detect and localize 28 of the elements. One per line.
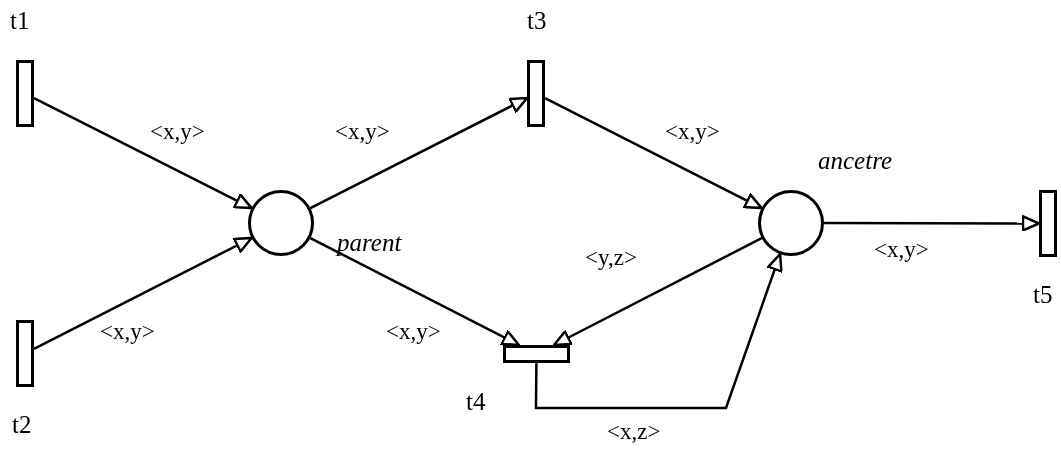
arrow (309, 237, 521, 347)
place-label: parent (337, 230, 402, 255)
transition-label: t1 (10, 8, 30, 33)
arrow (544, 97, 763, 210)
transition-bar (1039, 190, 1057, 257)
transition-bar (527, 60, 545, 127)
edge-label: <x,y> (874, 238, 929, 261)
transition-label: t2 (12, 412, 32, 437)
edge-label: <x,z> (607, 420, 661, 443)
transition-label: t3 (527, 8, 547, 33)
edge-label: <x,y> (665, 120, 720, 143)
edge-label: <x,y> (386, 320, 441, 343)
transition-label: t4 (466, 389, 486, 414)
edge-label: <x,y> (335, 120, 390, 143)
transition-bar (16, 320, 34, 387)
arrow (824, 215, 1041, 232)
transition-bar (16, 60, 34, 127)
place-label: ancetre (818, 148, 893, 173)
edge-label: <y,z> (585, 246, 637, 269)
edge-label: <x,y> (100, 320, 155, 343)
arrow (33, 97, 253, 210)
edge-label: <x,y> (150, 120, 205, 143)
arrow (534, 252, 783, 410)
transition-bar (503, 345, 570, 363)
transition-label: t5 (1033, 282, 1053, 307)
arrow (309, 96, 529, 210)
arrow (33, 236, 253, 350)
arrow (552, 237, 763, 347)
